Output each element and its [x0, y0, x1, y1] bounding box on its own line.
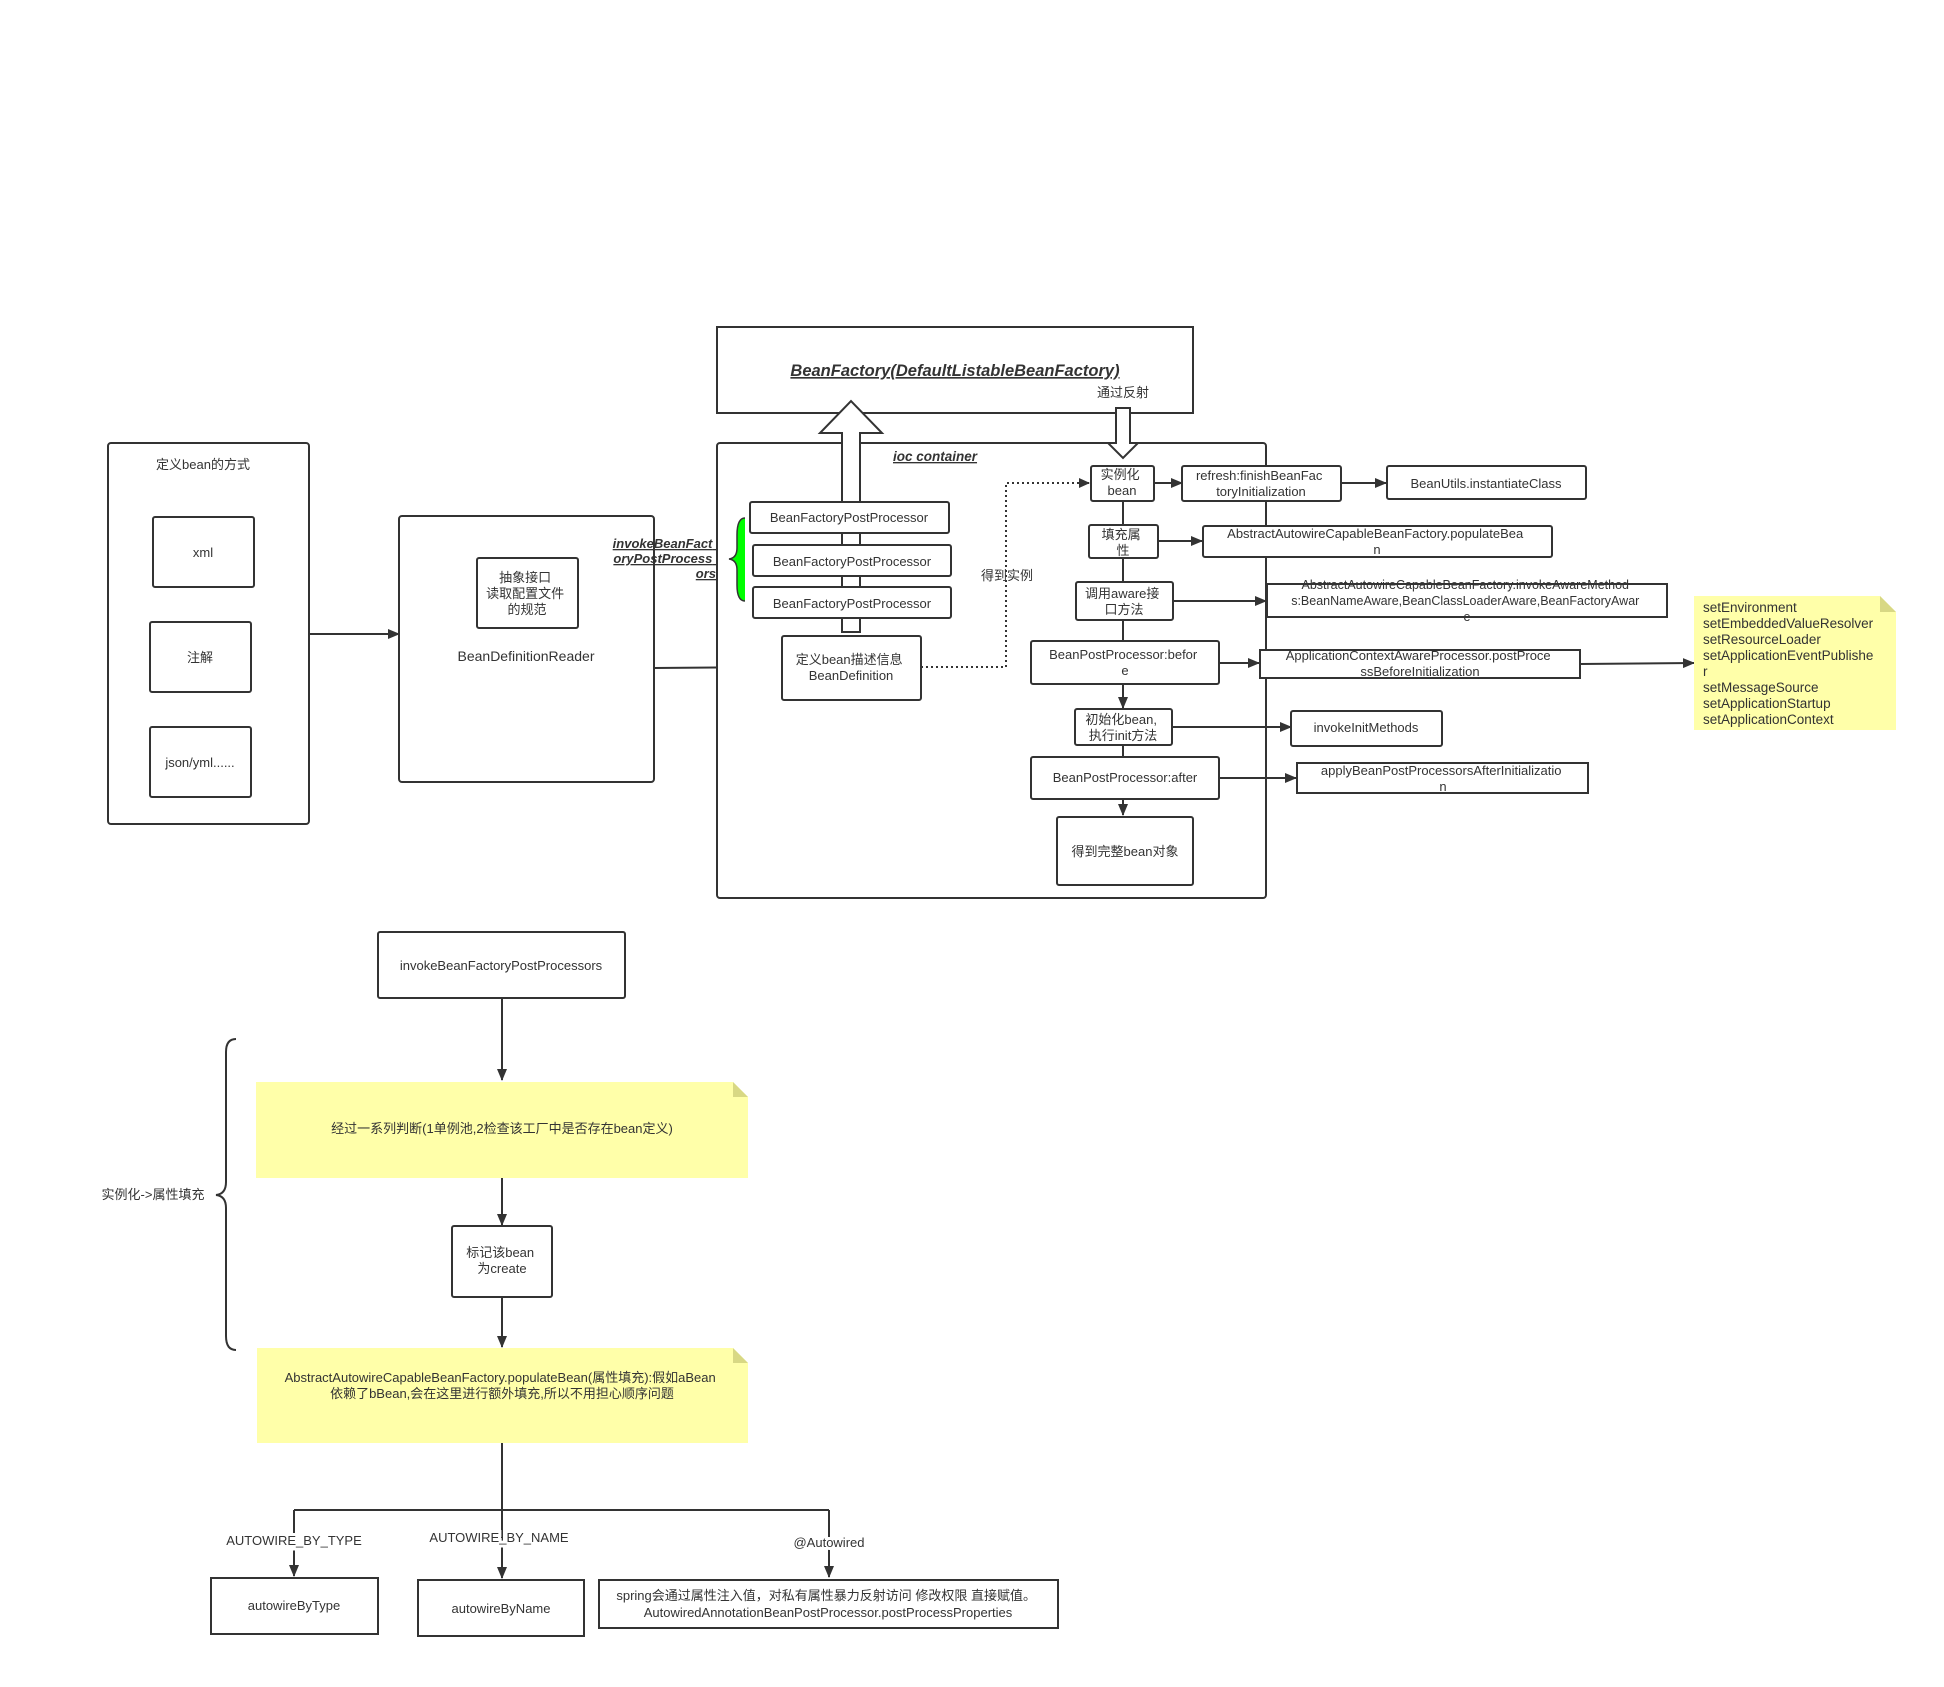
bean-definition-box[interactable]: 定义bean描述信息 BeanDefinition: [781, 635, 922, 701]
step-populate[interactable]: 填充属 性: [1088, 524, 1159, 559]
brace-label: 实例化->属性填充: [102, 1187, 205, 1202]
invoke-init-box[interactable]: invokeInitMethods: [1290, 710, 1443, 747]
invoke-bfpp-box[interactable]: invokeBeanFactoryPostProcessors: [377, 931, 626, 999]
step-init[interactable]: 初始化bean, 执行init方法: [1074, 708, 1173, 746]
svg-text:得到完整bean对象: 得到完整bean对象: [1072, 844, 1179, 859]
svg-text:setEnvironment setEmbedd: setEnvironment setEmbeddedValueResolver …: [1703, 600, 1877, 727]
step-bpp-after[interactable]: BeanPostProcessor:after: [1030, 756, 1220, 800]
apply-bpp-box[interactable]: applyBeanPostProcessorsAfterInitializati…: [1296, 762, 1589, 794]
ioc-container-title: ioc container: [893, 449, 978, 464]
svg-text:BeanFactoryPostProcessor: BeanFactoryPostProcessor: [770, 510, 929, 525]
svg-text:标记该bean 为create: 标记该bean 为create: [466, 1245, 538, 1276]
annotation-label: 注解: [187, 650, 213, 665]
svg-text:BeanUtils.instantiateClass: BeanUtils.instantiateClass: [1410, 476, 1562, 491]
autowire-by-type-box[interactable]: autowireByType: [210, 1577, 379, 1635]
define-bean-title: 定义bean的方式: [156, 457, 250, 472]
refresh-box[interactable]: refresh:finishBeanFac toryInitialization: [1181, 465, 1342, 502]
aware-methods-note: setEnvironment setEmbeddedValueResolver …: [1694, 596, 1896, 730]
bean-definition-reader[interactable]: 抽象接口 读取配置文件 的规范 BeanDefinitionReader: [398, 515, 655, 783]
svg-text:定义bean描述信息 BeanDefinitio: 定义bean描述信息 BeanDefinition: [796, 652, 907, 683]
green-brace: [728, 517, 746, 602]
by-type-label: AUTOWIRE_BY_TYPE: [226, 1533, 362, 1548]
autowire-by-name-box[interactable]: autowireByName: [417, 1579, 585, 1637]
xml-box[interactable]: [152, 516, 255, 588]
svg-text:BeanPostProcessor:befor: BeanPostProcessor:befor e: [1049, 647, 1201, 678]
svg-text:autowireByType: autowireByType: [248, 1598, 341, 1613]
svg-text:实例化 bean: 实例化 bean: [1101, 467, 1144, 498]
step-bpp-before[interactable]: BeanPostProcessor:befor e: [1030, 640, 1220, 685]
get-instance-label: 得到实例: [981, 568, 1033, 583]
svg-text:经过一系列判断(1单例池,2检查该工厂中是否存在bean定义: 经过一系列判断(1单例池,2检查该工厂中是否存在bean定义): [331, 1121, 673, 1136]
abstract-interface-text: 抽象接口 读取配置文件 的规范: [486, 570, 568, 617]
bean-utils-box[interactable]: BeanUtils.instantiateClass: [1386, 465, 1587, 500]
acap-box[interactable]: ApplicationContextAwareProcessor.postPro…: [1259, 648, 1581, 679]
populate-bean-box[interactable]: AbstractAutowireCapableBeanFactory.popul…: [1202, 525, 1553, 558]
annotation-box[interactable]: [149, 621, 252, 693]
bfpp-box-2[interactable]: BeanFactoryPostProcessor: [752, 544, 952, 577]
bfpp-box-1[interactable]: BeanFactoryPostProcessor: [749, 501, 950, 534]
down-hollow-arrow: [1105, 407, 1141, 460]
svg-text:调用aware接 口方法: 调用aware接 口方法: [1085, 586, 1163, 617]
json-box[interactable]: [149, 726, 252, 798]
svg-text:applyBeanPostProcessorsAfterIn: applyBeanPostProcessorsAfterInitializati…: [1321, 763, 1565, 794]
svg-text:AbstractAutowireCapableBeanFac: AbstractAutowireCapableBeanFactory.popul…: [285, 1370, 720, 1401]
svg-text:spring会通过属性注入值，对私有属性暴力反射访问 修改权: spring会通过属性注入值，对私有属性暴力反射访问 修改权限 直接赋值。 Au…: [616, 1588, 1039, 1620]
xml-label: xml: [193, 545, 213, 560]
svg-text:填充属 性: 填充属 性: [1102, 527, 1145, 558]
mark-create-box[interactable]: 标记该bean 为create: [451, 1225, 553, 1298]
curly-brace: [215, 1038, 237, 1351]
svg-text:初始化bean, 执行init方法: 初始化bean, 执行init方法: [1085, 712, 1160, 743]
by-name-label: AUTOWIRE_BY_NAME: [429, 1530, 569, 1545]
autowired-label: @Autowired: [793, 1535, 864, 1550]
svg-text:AbstractAutowireCapableBeanFac: AbstractAutowireCapableBeanFactory.popul…: [1227, 526, 1527, 557]
svg-text:refresh:finishBeanFac to: refresh:finishBeanFac toryInitialization: [1196, 468, 1326, 499]
svg-text:BeanFactoryPostProcessor: BeanFactoryPostProcessor: [773, 596, 932, 611]
svg-text:BeanFactoryPostProcessor: BeanFactoryPostProcessor: [773, 554, 932, 569]
dotted-connector: [921, 482, 1089, 668]
bean-factory[interactable]: BeanFactory(DefaultListableBeanFactory): [716, 326, 1194, 414]
bean-factory-title: BeanFactory(DefaultListableBeanFactory): [790, 362, 1120, 380]
json-label: json/yml......: [164, 755, 234, 770]
svg-text:ApplicationContextAwareProcess: ApplicationContextAwareProcessor.postPro…: [1286, 648, 1555, 679]
define-bean-group[interactable]: 定义bean的方式 xml 注解 json/yml......: [107, 442, 310, 825]
autowired-desc-box[interactable]: spring会通过属性注入值，对私有属性暴力反射访问 修改权限 直接赋值。 Au…: [598, 1579, 1059, 1629]
svg-text:BeanPostProcessor:after: BeanPostProcessor:after: [1053, 770, 1198, 785]
abstract-interface-box[interactable]: [476, 557, 579, 629]
reflect-label: 通过反射: [1097, 385, 1149, 400]
svg-text:AbstractAutowireCapableBeanFac: AbstractAutowireCapableBeanFactory.invok…: [1291, 578, 1643, 624]
step-instantiate[interactable]: 实例化 bean: [1090, 465, 1155, 502]
invoke-aware-box[interactable]: AbstractAutowireCapableBeanFactory.invok…: [1266, 578, 1668, 624]
link-acap-note: [1579, 658, 1695, 669]
invoke-bfpp-label: invokeBeanFact oryPostProcess ors: [613, 536, 716, 581]
dotted-arrow-head: [1079, 478, 1090, 488]
step-complete[interactable]: 得到完整bean对象: [1056, 816, 1194, 886]
step-aware[interactable]: 调用aware接 口方法: [1075, 581, 1174, 621]
svg-text:invokeInitMethods: invokeInitMethods: [1314, 720, 1419, 735]
check-note: 经过一系列判断(1单例池,2检查该工厂中是否存在bean定义): [256, 1082, 748, 1178]
svg-text:invokeBeanFactoryPostProcessor: invokeBeanFactoryPostProcessors: [400, 958, 603, 973]
reader-label: BeanDefinitionReader: [458, 648, 595, 664]
populate-note: AbstractAutowireCapableBeanFactory.popul…: [257, 1348, 748, 1443]
svg-text:autowireByName: autowireByName: [452, 1601, 551, 1616]
bfpp-box-3[interactable]: BeanFactoryPostProcessor: [752, 586, 952, 619]
